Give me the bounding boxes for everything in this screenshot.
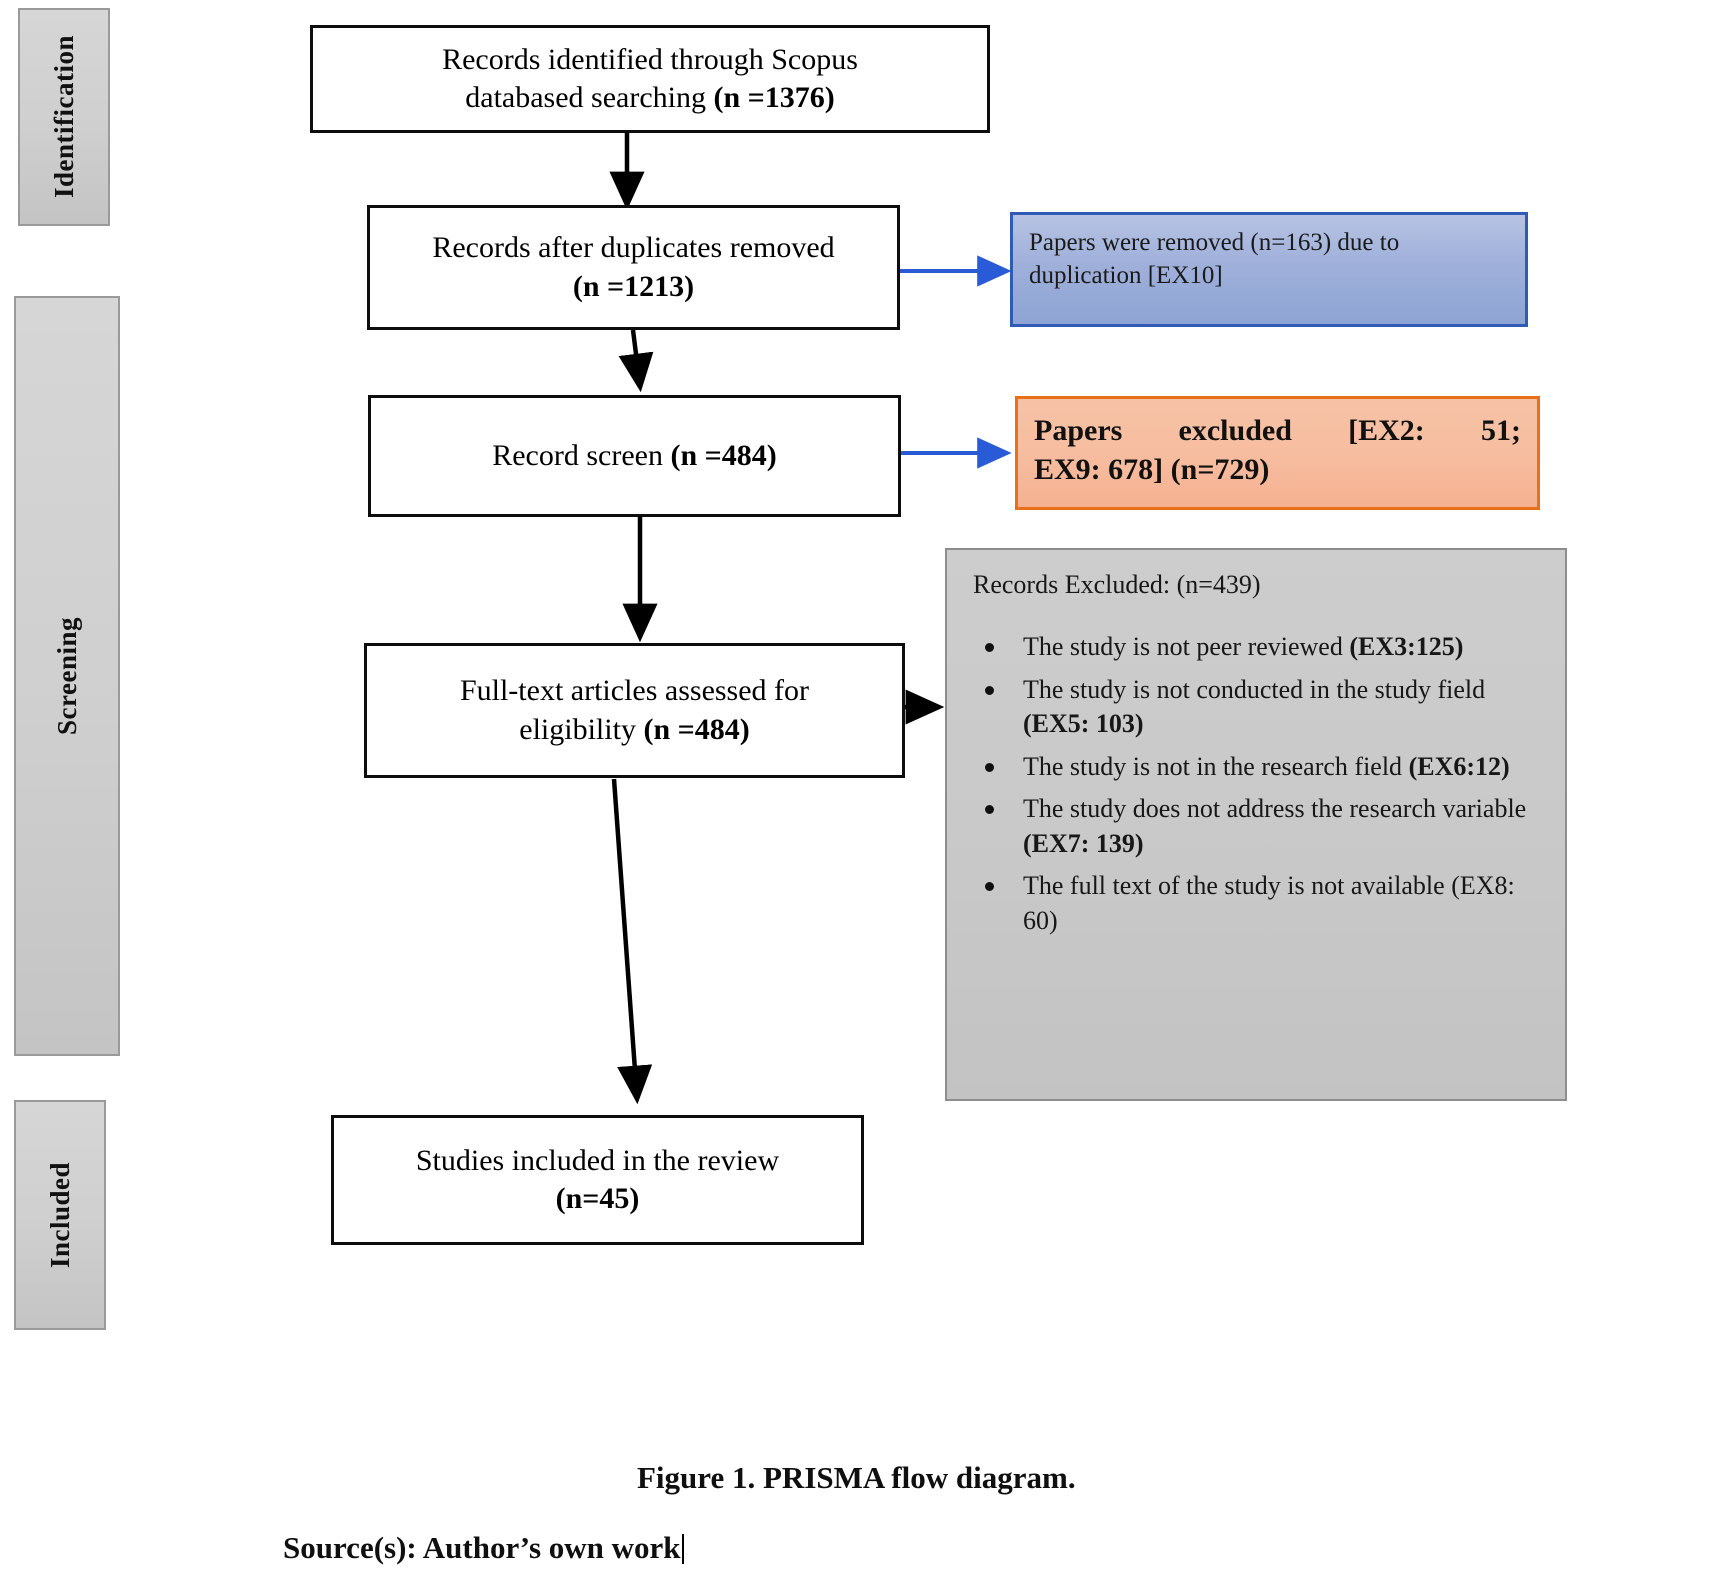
reason-code: (EX7: 139) xyxy=(1023,828,1144,858)
box-record-screen: Record screen (n =484) xyxy=(368,395,901,517)
box-records-identified-count: (n =1376) xyxy=(713,81,835,114)
box-full-text-assessed-label: eligibility xyxy=(519,712,644,746)
list-item: The study does not address the research … xyxy=(985,792,1547,861)
box-full-text-assessed-count: (n =484) xyxy=(643,712,750,746)
box-record-screen-text: Record screen (n =484) xyxy=(385,437,884,475)
stage-label-identification: Identification xyxy=(18,8,110,226)
box-full-text-assessed-line1: Full-text articles assessed for xyxy=(459,674,810,708)
box-full-text-assessed-text: Full-text articles assessed for eligibil… xyxy=(381,672,888,749)
list-item: The full text of the study is not availa… xyxy=(985,869,1547,938)
box-records-after-duplicates-count: (n =1213) xyxy=(572,269,695,303)
reason-text: The full text of the study is not availa… xyxy=(1023,871,1452,901)
box-studies-included-line1: Studies included in the review xyxy=(415,1143,780,1177)
box-papers-excluded-line2: EX9: 678] (n=729) xyxy=(1034,453,1270,486)
box-records-identified-line2: databased searching (n =1376) xyxy=(327,79,973,117)
box-full-text-assessed: Full-text articles assessed for eligibil… xyxy=(364,643,905,778)
reason-code: (EX8: 60) xyxy=(1023,871,1515,936)
list-item: The study is not in the research field (… xyxy=(985,750,1547,785)
box-records-identified-line1: Records identified through Scopus xyxy=(442,42,858,76)
reason-text: The study is not in the research field xyxy=(1023,751,1409,781)
box-studies-included: Studies included in the review (n=45) xyxy=(331,1115,864,1245)
records-excluded-list: The study is not peer reviewed (EX3:125)… xyxy=(969,630,1547,939)
reason-text: The study does not address the research … xyxy=(1023,794,1527,824)
stage-label-screening: Screening xyxy=(14,296,120,1056)
box-records-identified-text: Records identified through Scopus databa… xyxy=(327,41,973,118)
box-papers-excluded-line1: Papers excluded [EX2: 51; xyxy=(1034,414,1521,447)
reason-text: The study is not peer reviewed xyxy=(1023,632,1350,661)
box-record-screen-label: Record screen xyxy=(492,438,671,472)
reason-code: (EX5: 103) xyxy=(1023,709,1144,739)
box-records-after-duplicates: Records after duplicates removed (n =121… xyxy=(367,205,900,330)
box-records-identified-line2-plain: databased searching xyxy=(465,81,714,114)
box-record-screen-line1: Record screen (n =484) xyxy=(385,437,884,475)
box-papers-excluded: Papers excluded [EX2: 51; EX9: 678] (n=7… xyxy=(1015,396,1540,510)
reason-code: (EX3:125) xyxy=(1349,632,1464,661)
figure-source: Source(s): Author’s own work xyxy=(283,1530,684,1566)
box-record-screen-count: (n =484) xyxy=(670,438,777,472)
box-studies-included-text: Studies included in the review (n=45) xyxy=(348,1142,847,1219)
box-records-excluded: Records Excluded: (n=439) The study is n… xyxy=(945,548,1567,1101)
box-records-after-duplicates-line1: Records after duplicates removed xyxy=(432,231,835,265)
box-studies-included-count: (n=45) xyxy=(555,1182,640,1215)
list-item: The study is not conducted in the study … xyxy=(985,673,1547,742)
text-caret xyxy=(681,1534,684,1564)
box-records-after-duplicates-text: Records after duplicates removed (n =121… xyxy=(384,229,883,306)
stage-label-included: Included xyxy=(14,1100,106,1330)
figure-source-text: Source(s): Author’s own work xyxy=(283,1530,681,1565)
box-duplicates-removed-line1: Papers were removed (n=163) due to xyxy=(1029,229,1400,256)
reason-code: (EX6:12) xyxy=(1408,751,1510,781)
list-item: The study is not peer reviewed (EX3:125) xyxy=(985,630,1547,665)
box-duplicates-removed-line2: duplication [EX10] xyxy=(1029,261,1223,289)
box-full-text-assessed-line2: eligibility (n =484) xyxy=(381,711,888,749)
figure-caption: Figure 1. PRISMA flow diagram. xyxy=(637,1460,1076,1495)
box-records-identified: Records identified through Scopus databa… xyxy=(310,25,990,133)
box-duplicates-removed: Papers were removed (n=163) due to dupli… xyxy=(1010,212,1528,327)
box-records-excluded-title: Records Excluded: (n=439) xyxy=(973,570,1261,599)
reason-text: The study is not conducted in the study … xyxy=(1023,674,1486,704)
